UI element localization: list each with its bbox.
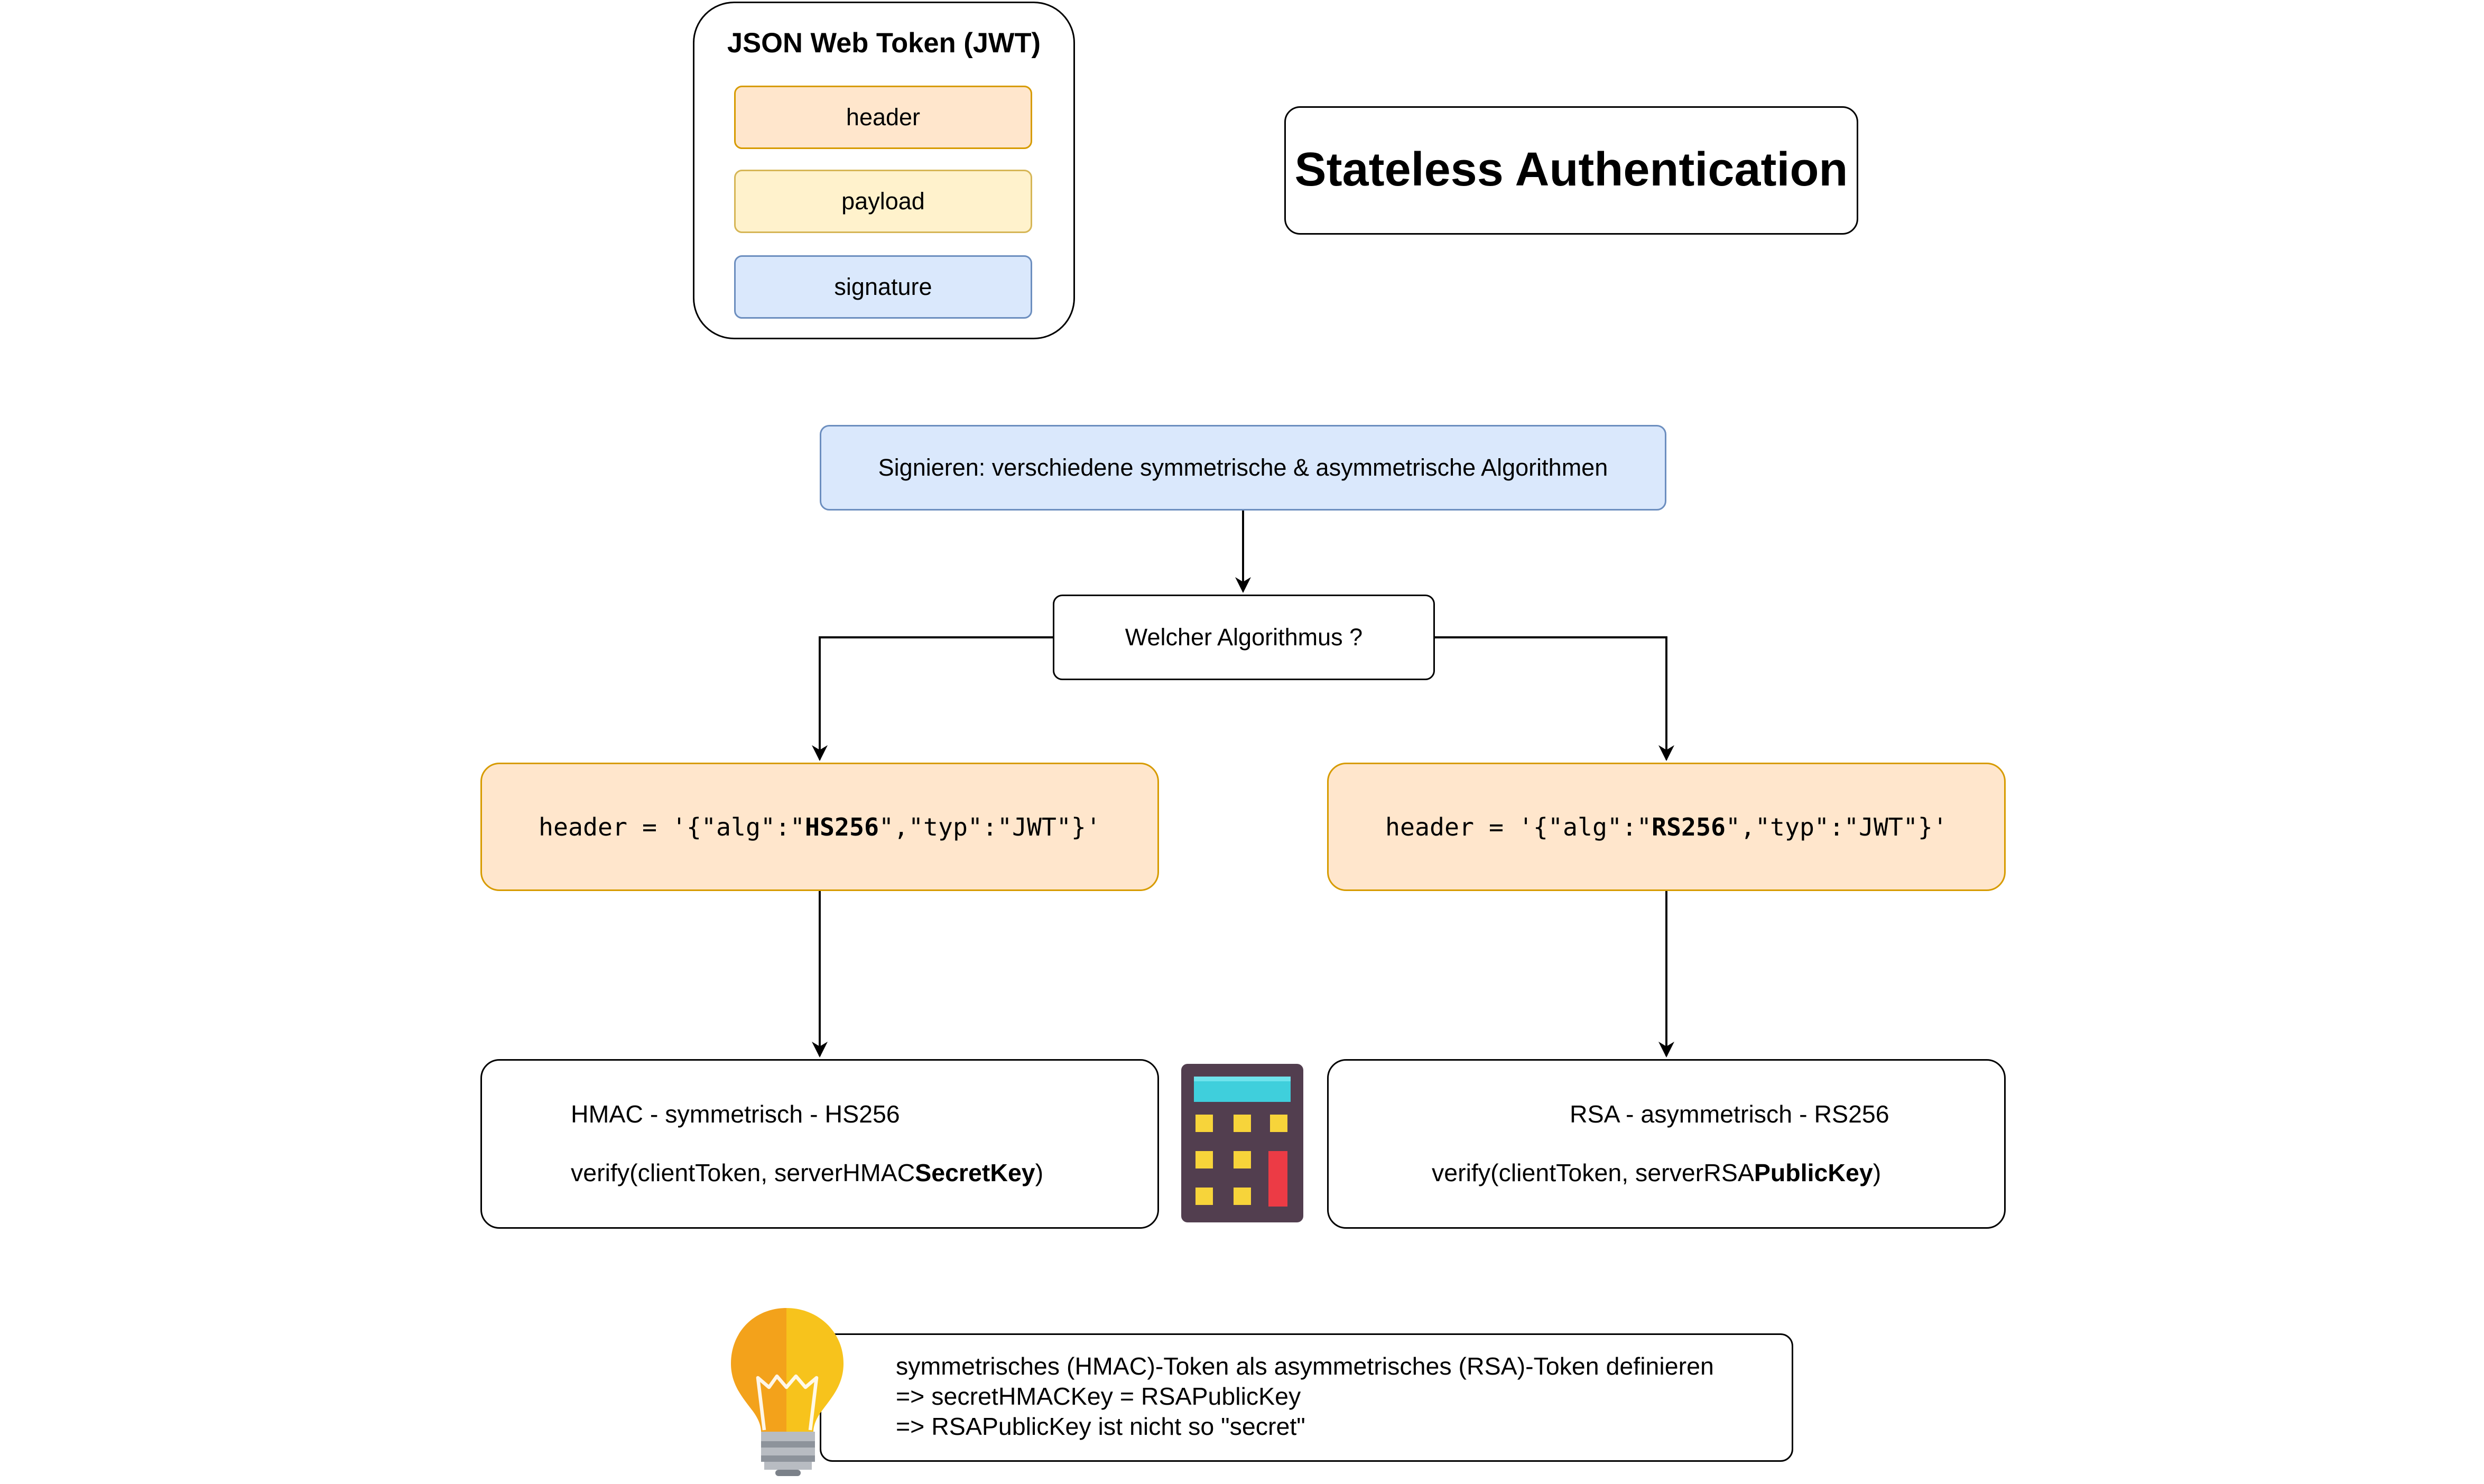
rsa-verify-suffix: ) [1873, 1160, 1881, 1187]
jwt-part-signature: signature [734, 255, 1032, 319]
right-header-prefix: header = '{"alg":" [1385, 812, 1652, 841]
hmac-verify-suffix: ) [1035, 1160, 1044, 1187]
right-header-alg: RS256 [1651, 812, 1726, 841]
left-header-box: header = '{"alg":"HS256","typ":"JWT"}' [480, 763, 1159, 891]
note-line-1: symmetrisches (HMAC)-Token als asymmetri… [896, 1354, 1714, 1381]
rsa-algorithm-box: RSA - asymmetrisch - RS256 verify(client… [1327, 1059, 2006, 1229]
jwt-part-payload: payload [734, 170, 1032, 233]
right-header-suffix: ","typ":"JWT"}' [1725, 812, 1948, 841]
left-header-prefix: header = '{"alg":" [539, 812, 805, 841]
rsa-verify-key: PublicKey [1754, 1160, 1873, 1187]
arrow-question-to-right-header [1435, 636, 1674, 761]
arrow-question-to-left-header [812, 636, 1053, 761]
hmac-verify-key: SecretKey [915, 1160, 1035, 1187]
rsa-algo-name: RSA - asymmetrisch - RS256 [1570, 1101, 1889, 1128]
rsa-verify-prefix: verify(clientToken, serverRSA [1432, 1160, 1754, 1187]
signing-box: Signieren: verschiedene symmetrische & a… [820, 425, 1666, 511]
algorithm-question-box: Welcher Algorithmus ? [1053, 595, 1435, 680]
note-line-3: => RSAPublicKey ist nicht so "secret" [896, 1414, 1305, 1441]
note-box: symmetrisches (HMAC)-Token als asymmetri… [820, 1333, 1793, 1462]
hmac-verify-call: verify(clientToken, serverHMACSecretKey) [571, 1158, 1043, 1189]
left-header-suffix: ","typ":"JWT"}' [878, 812, 1101, 841]
calculator-icon [1181, 1064, 1303, 1222]
hmac-algorithm-box: HMAC - symmetrisch - HS256 verify(client… [480, 1059, 1159, 1229]
page-title: Stateless Authentication [1284, 106, 1858, 235]
note-line-2: => secretHMACKey = RSAPublicKey [896, 1384, 1301, 1411]
right-header-box: header = '{"alg":"RS256","typ":"JWT"}' [1327, 763, 2006, 891]
rsa-verify-call: verify(clientToken, serverRSAPublicKey) [1432, 1158, 1881, 1189]
lightbulb-icon [731, 1308, 844, 1476]
jwt-part-header: header [734, 86, 1032, 149]
left-header-alg: HS256 [804, 812, 879, 841]
hmac-algo-name: HMAC - symmetrisch - HS256 [571, 1101, 900, 1128]
hmac-verify-prefix: verify(clientToken, serverHMAC [571, 1160, 915, 1187]
jwt-title: JSON Web Token (JWT) [727, 27, 1041, 59]
